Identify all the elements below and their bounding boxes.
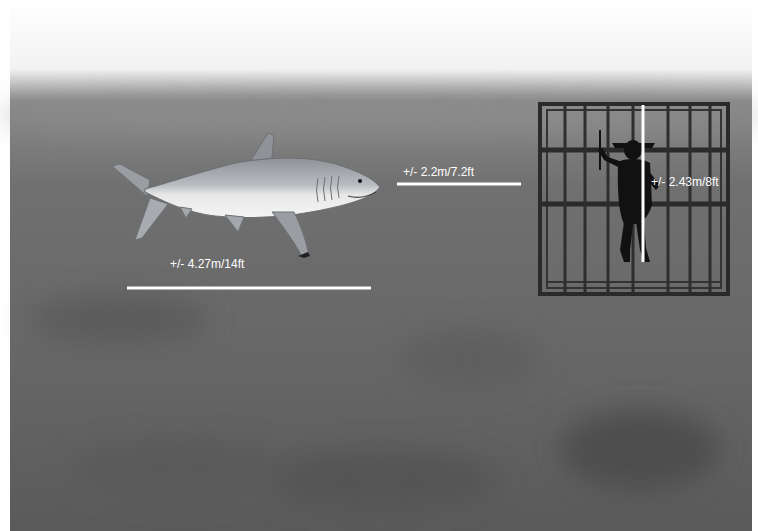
cage-bar [689,106,692,292]
murk-patch [400,330,540,390]
tail-upper-lobe [112,164,150,196]
dimension-line [127,287,371,290]
murk-patch [560,410,720,490]
pelvic-fin [225,215,244,232]
cage-bar [584,106,587,292]
murk-patch [30,295,210,345]
tail-lower-lobe [135,198,168,240]
diver-torso [618,159,652,224]
fin-tip [298,252,310,258]
shark-eye [358,179,362,183]
diver-arm [598,148,622,168]
water-background [10,0,752,531]
diver-silhouette [598,130,660,262]
diver-hat-brim [612,143,655,148]
murk-patch [70,440,290,500]
diver-pole [599,130,601,170]
cage-frame [540,104,728,294]
gill-slit [338,176,340,198]
cage-bar [709,106,712,292]
gill-slit [324,177,326,201]
shark-cage [540,104,728,294]
shark-mouth [348,192,376,197]
dimension-lines [127,105,643,288]
dimension-label: +/- 2.2m/7.2ft [403,165,474,179]
diver-leg [620,222,633,262]
cage-bar [564,106,567,292]
gill-slit [317,178,319,202]
murk-patch [260,450,500,510]
dimension-line [642,105,645,262]
cage-bars [565,106,710,292]
great-white-shark [112,133,380,258]
gill-slit [331,176,333,200]
anal-fin [180,207,192,218]
gill-slits [317,176,340,202]
dorsal-fin [250,133,274,162]
dimension-line [397,183,521,186]
cage-bar [667,106,670,292]
shark-body [145,158,380,217]
dimension-label: +/- 4.27m/14ft [170,257,244,271]
murk [0,101,758,510]
dimension-label: +/- 2.43m/8ft [651,175,719,189]
cage-bar [607,106,610,292]
pectoral-fin [272,212,309,257]
